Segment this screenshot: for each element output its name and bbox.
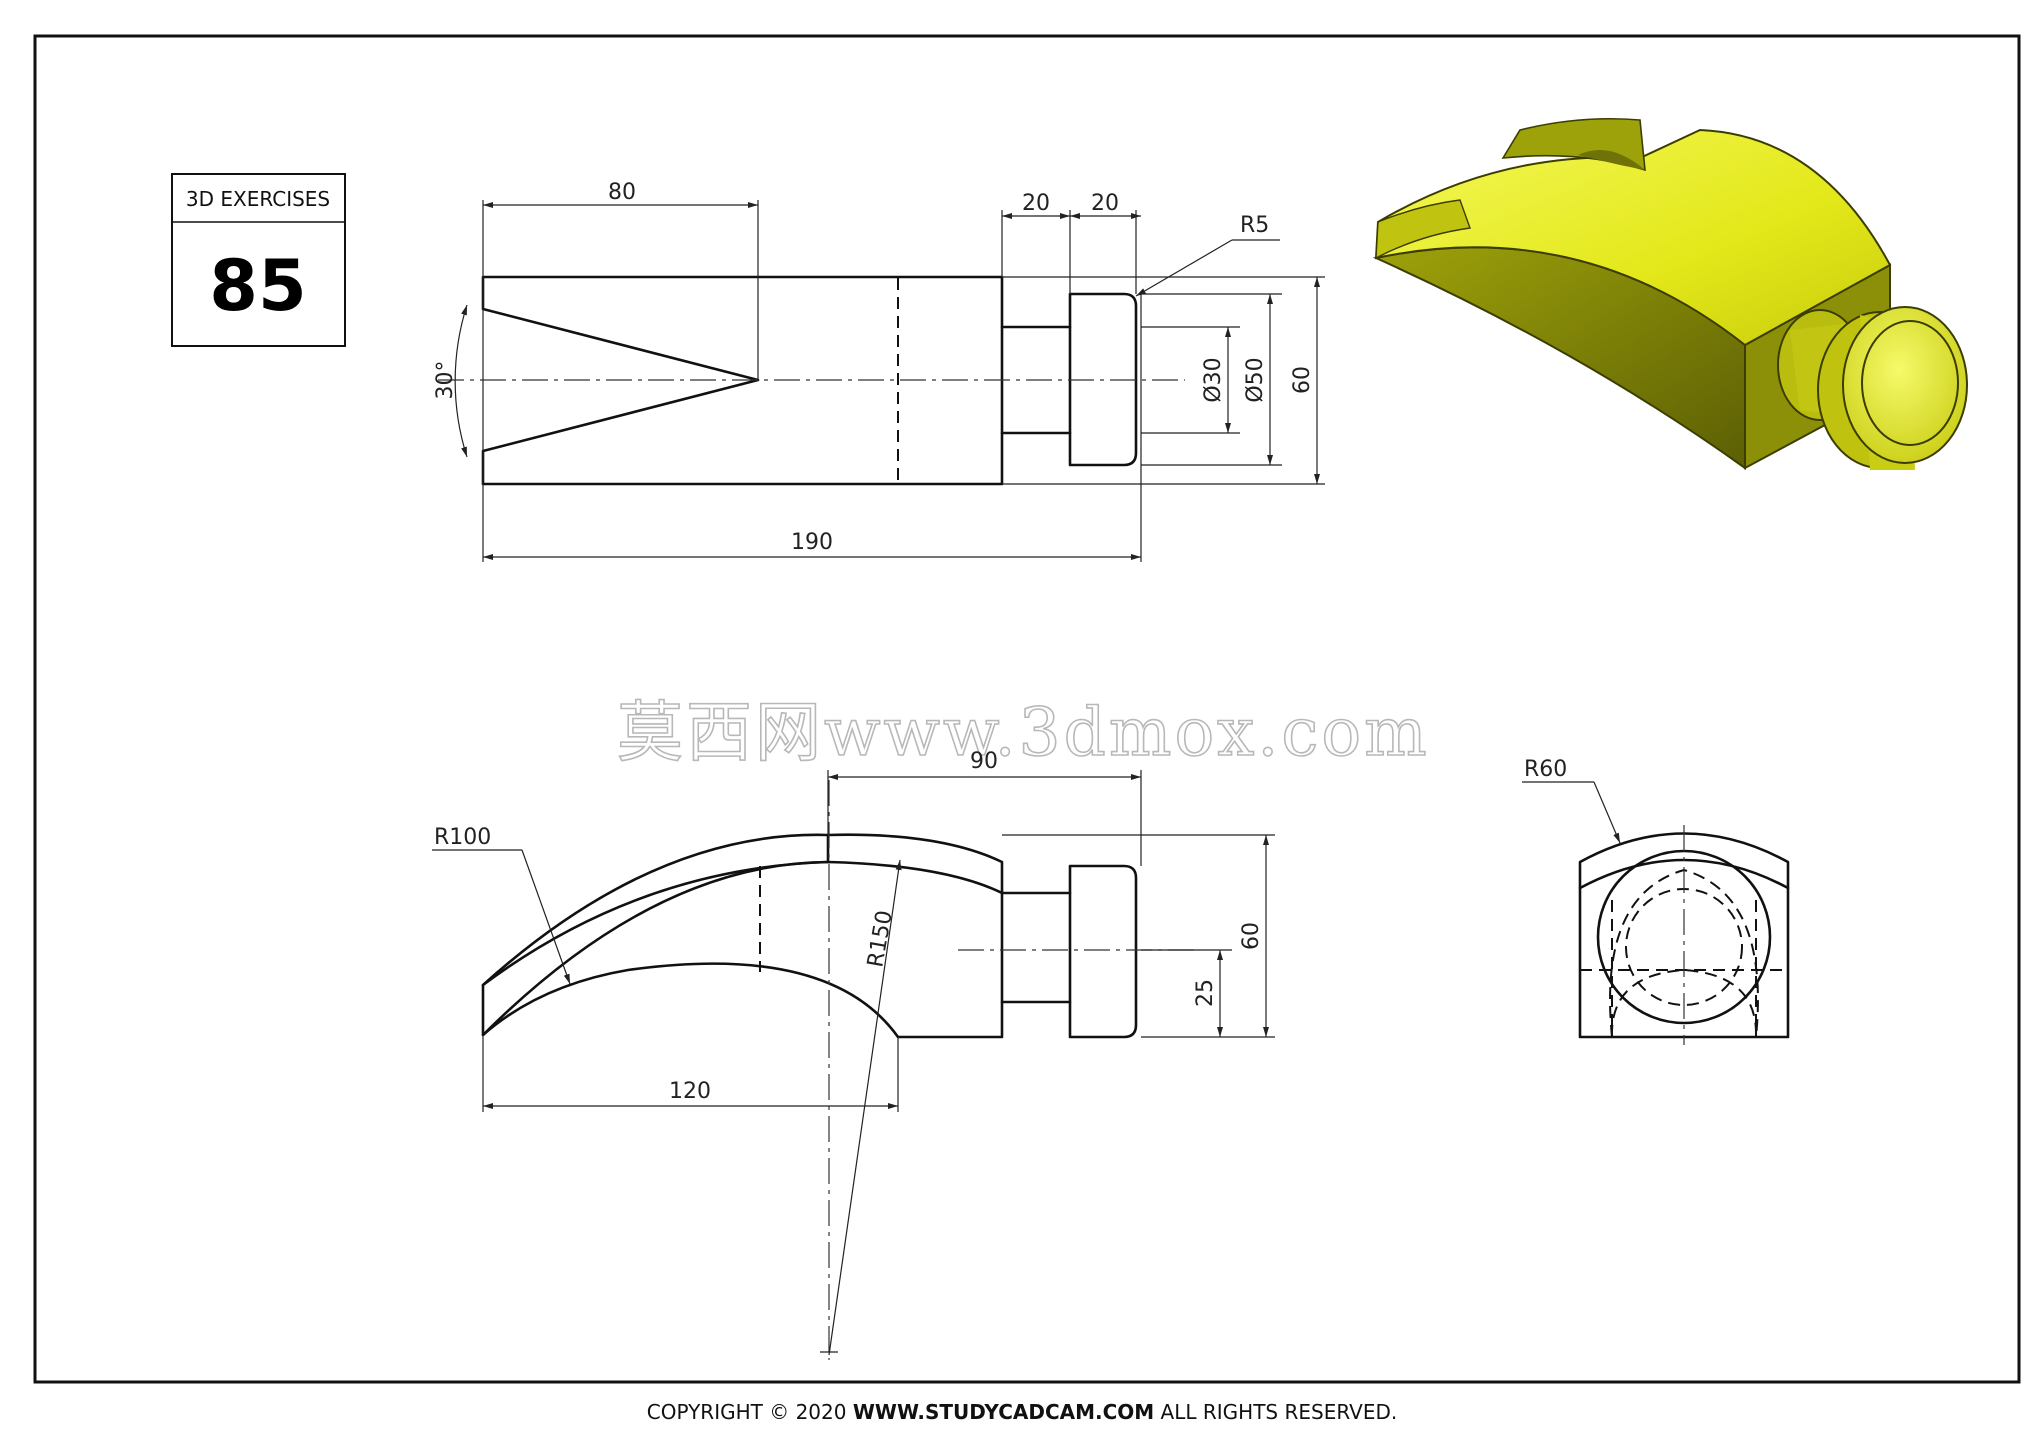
dim-20-neck: 20 (1022, 191, 1050, 216)
dim-80: 80 (608, 180, 636, 205)
front-view: R150 90 60 25 120 R100 (432, 749, 1275, 1360)
dim-r5: R5 (1240, 213, 1269, 238)
dim-r150: R150 (863, 908, 898, 969)
title-block-label: 3D EXERCISES (186, 187, 330, 211)
copyright-footer: COPYRIGHT © 2020 WWW.STUDYCADCAM.COM ALL… (0, 1400, 2044, 1424)
side-view: R60 (1522, 757, 1790, 1045)
dim-60-front: 60 (1239, 922, 1264, 950)
dim-90: 90 (970, 749, 998, 774)
dim-r60: R60 (1524, 757, 1567, 782)
dim-20-head: 20 (1091, 191, 1119, 216)
dim-25: 25 (1193, 979, 1218, 1007)
dim-120: 120 (669, 1079, 711, 1104)
dim-d50: Ø50 (1243, 357, 1268, 402)
copyright-suffix: ALL RIGHTS RESERVED. (1154, 1400, 1398, 1424)
dim-190: 190 (791, 530, 833, 555)
copyright-site-link[interactable]: WWW.STUDYCADCAM.COM (852, 1400, 1155, 1424)
sheet-border (33, 34, 2021, 1384)
exercise-number: 85 (209, 245, 306, 327)
dim-d30: Ø30 (1201, 357, 1226, 402)
title-block: 3D EXERCISES 85 (171, 173, 346, 347)
top-view: 80 20 20 R5 30° Ø30 Ø50 60 190 (433, 180, 1325, 562)
dim-60-top: 60 (1290, 366, 1315, 394)
watermark: 莫西网www.3dmox.com (617, 694, 1430, 771)
copyright-prefix: COPYRIGHT © 2020 (646, 1400, 853, 1424)
dim-30-angle: 30° (433, 361, 458, 400)
iso-view (1372, 117, 1968, 470)
dim-r100: R100 (434, 825, 491, 850)
